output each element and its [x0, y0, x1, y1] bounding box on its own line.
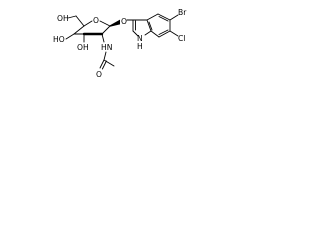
c3-hydroxyl-label: OH [77, 43, 89, 52]
chlorine-label: Cl [178, 34, 185, 43]
hydroxymethyl-label: OH [57, 14, 69, 23]
acetyl-bonds [99, 51, 115, 70]
hydroxymethyl-bonds [67, 15, 85, 27]
c4-hydroxyl-bond [65, 33, 75, 40]
pyranose-ring-bonds [73, 20, 111, 36]
indole-hydrogen-label: H [137, 42, 143, 51]
carbonyl-oxygen-label: O [96, 70, 102, 79]
bromine-label: Br [178, 8, 187, 17]
indole-nitrogen-label: N [137, 34, 143, 43]
bromine-bond [169, 14, 179, 21]
chemical-structure-diagram: O OH HO OH HN O O [53, 8, 187, 79]
c2-amide-bond [101, 33, 105, 43]
chlorine-bond [169, 30, 179, 37]
glycosidic-oxygen-label: O [121, 17, 127, 26]
amide-nh-label: HN [101, 43, 112, 52]
ring-oxygen-label: O [93, 16, 99, 25]
indole-ring-bonds [132, 13, 171, 38]
c4-hydroxyl-label: HO [53, 35, 65, 44]
glycosidic-bonds [110, 19, 134, 27]
